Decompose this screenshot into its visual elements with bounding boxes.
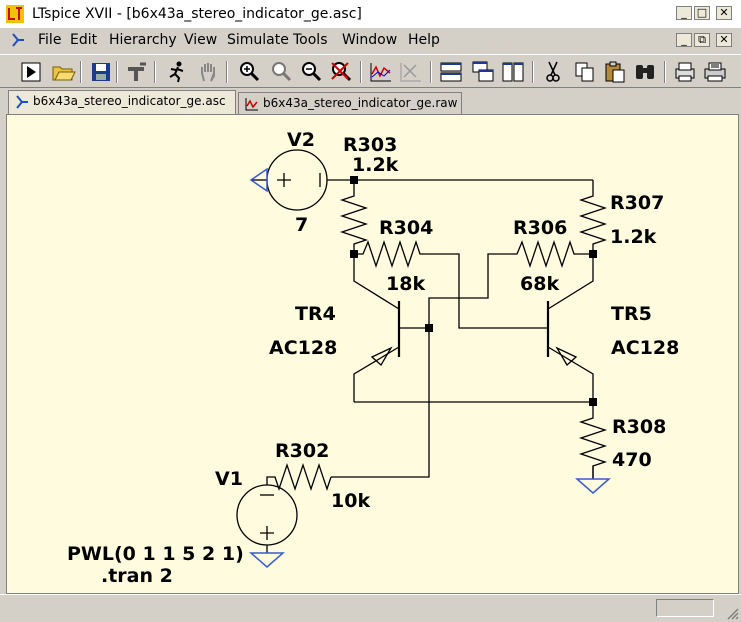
tr4-emitter-wire <box>353 346 400 402</box>
find-icon[interactable] <box>632 59 658 85</box>
junction-r307-bottom <box>589 250 597 258</box>
v1-plus <box>260 526 274 540</box>
r304-value: 18k <box>386 273 425 295</box>
print-setup-icon[interactable] <box>672 59 698 85</box>
resize-grip-icon[interactable] <box>725 606 739 620</box>
schematic-canvas[interactable]: V2 7 R303 1.2k R304 18k R306 68k R307 1.… <box>6 114 739 594</box>
pan-icon[interactable] <box>196 59 222 85</box>
document-tabs: b6x43a_stereo_indicator_ge.asc b6x43a_st… <box>0 90 741 114</box>
junction-r303-bottom <box>350 250 358 258</box>
v2-plus <box>277 173 291 187</box>
ltspice-logo-icon <box>6 5 24 23</box>
zoom-out-icon[interactable] <box>268 59 294 85</box>
waveform-icon[interactable] <box>368 59 394 85</box>
r308-ground-symbol <box>575 478 611 494</box>
tab-schematic[interactable]: b6x43a_stereo_indicator_ge.asc <box>8 90 236 114</box>
r307-name: R307 <box>610 192 664 214</box>
v2-name: V2 <box>287 129 315 151</box>
menu-hierarchy[interactable]: Hierarchy <box>109 32 177 48</box>
toolbar <box>0 54 741 88</box>
tran-directive: .tran 2 <box>101 565 173 587</box>
window-title: LTspice XVII - [b6x43a_stereo_indicator_… <box>32 6 362 22</box>
r308-name: R308 <box>612 416 666 438</box>
menu-simulate[interactable]: Simulate <box>227 32 289 48</box>
tr4-value: AC128 <box>269 337 337 359</box>
tr4-collector-wire <box>353 254 400 310</box>
mdi-close-button[interactable]: ✕ <box>716 33 732 47</box>
menu-file[interactable]: File <box>38 32 62 48</box>
tr5-value: AC128 <box>611 337 679 359</box>
zoom-in-icon[interactable] <box>236 59 262 85</box>
title-bar: LTspice XVII - [b6x43a_stereo_indicator_… <box>0 0 741 29</box>
waveform-off-icon[interactable] <box>398 59 424 85</box>
junction-emitter <box>589 398 597 406</box>
menu-help[interactable]: Help <box>408 32 440 48</box>
r304-name: R304 <box>379 217 433 239</box>
schematic-doc-icon[interactable] <box>10 32 26 48</box>
r304-wire <box>354 239 548 329</box>
r302-value: 10k <box>331 490 370 512</box>
minimize-button[interactable]: _ <box>676 6 692 20</box>
v1-name: V1 <box>215 468 243 490</box>
tile-vertical-icon[interactable] <box>500 59 526 85</box>
r303-wire <box>339 180 369 254</box>
r308-value: 470 <box>612 449 652 471</box>
schematic-drawing: V2 7 R303 1.2k R304 18k R306 68k R307 1.… <box>67 129 679 587</box>
tile-horizontal-icon[interactable] <box>438 59 464 85</box>
tab-schematic-label: b6x43a_stereo_indicator_ge.asc <box>33 94 226 108</box>
waveform-icon <box>245 98 258 111</box>
paste-icon[interactable] <box>602 59 628 85</box>
tr5-emitter-arrow <box>555 346 578 367</box>
r306-wire <box>428 239 593 328</box>
menu-view[interactable]: View <box>184 32 218 48</box>
r306-value: 68k <box>520 273 559 295</box>
mdi-minimize-button[interactable]: _ <box>676 33 692 47</box>
run-icon[interactable] <box>18 59 44 85</box>
menu-tools[interactable]: Tools <box>293 32 328 48</box>
print-icon[interactable] <box>702 59 728 85</box>
open-icon[interactable] <box>50 59 76 85</box>
junction-top <box>350 176 358 184</box>
zoom-fit-icon[interactable] <box>298 59 324 85</box>
tr5-emitter-wire <box>547 346 594 402</box>
tab-waveform-label: b6x43a_stereo_indicator_ge.raw <box>263 96 458 110</box>
v1-value: PWL(0 1 1 5 2 1) <box>67 543 244 565</box>
v2-value: 7 <box>295 214 308 236</box>
r308-wire <box>578 402 608 479</box>
save-icon[interactable] <box>88 59 114 85</box>
copy-icon[interactable] <box>572 59 598 85</box>
status-bar <box>0 594 741 622</box>
status-pane <box>656 599 714 617</box>
r302-wire <box>266 462 332 492</box>
junction-tr4-base <box>425 324 433 332</box>
menu-bar: File Edit Hierarchy View Simulate Tools … <box>0 28 741 52</box>
tr4-name: TR4 <box>295 303 336 325</box>
tr5-collector-wire <box>547 254 594 310</box>
menu-window[interactable]: Window <box>342 32 398 48</box>
base-drive-wire <box>331 328 430 478</box>
control-panel-icon[interactable] <box>124 59 150 85</box>
schematic-icon <box>16 95 28 109</box>
r306-name: R306 <box>513 217 567 239</box>
menu-edit[interactable]: Edit <box>70 32 98 48</box>
tr5-name: TR5 <box>611 303 652 325</box>
tr4-emitter-arrow <box>370 346 393 367</box>
maximize-button[interactable]: □ <box>694 6 710 20</box>
r302-name: R302 <box>275 440 329 462</box>
r303-value: 1.2k <box>352 154 399 176</box>
cut-icon[interactable] <box>540 59 566 85</box>
zoom-cancel-icon[interactable] <box>328 59 354 85</box>
v1-ground-symbol <box>249 552 285 568</box>
r307-value: 1.2k <box>610 226 657 248</box>
tab-waveform[interactable]: b6x43a_stereo_indicator_ge.raw <box>238 92 462 114</box>
cascade-icon[interactable] <box>470 59 496 85</box>
r303-name: R303 <box>343 134 397 156</box>
halt-icon[interactable] <box>164 59 190 85</box>
close-button[interactable]: ✕ <box>716 6 732 20</box>
v2-port-triangle <box>249 167 268 193</box>
v2-source-symbol <box>266 149 328 211</box>
r307-wire <box>578 180 608 254</box>
mdi-restore-button[interactable]: ⧉ <box>694 33 710 47</box>
